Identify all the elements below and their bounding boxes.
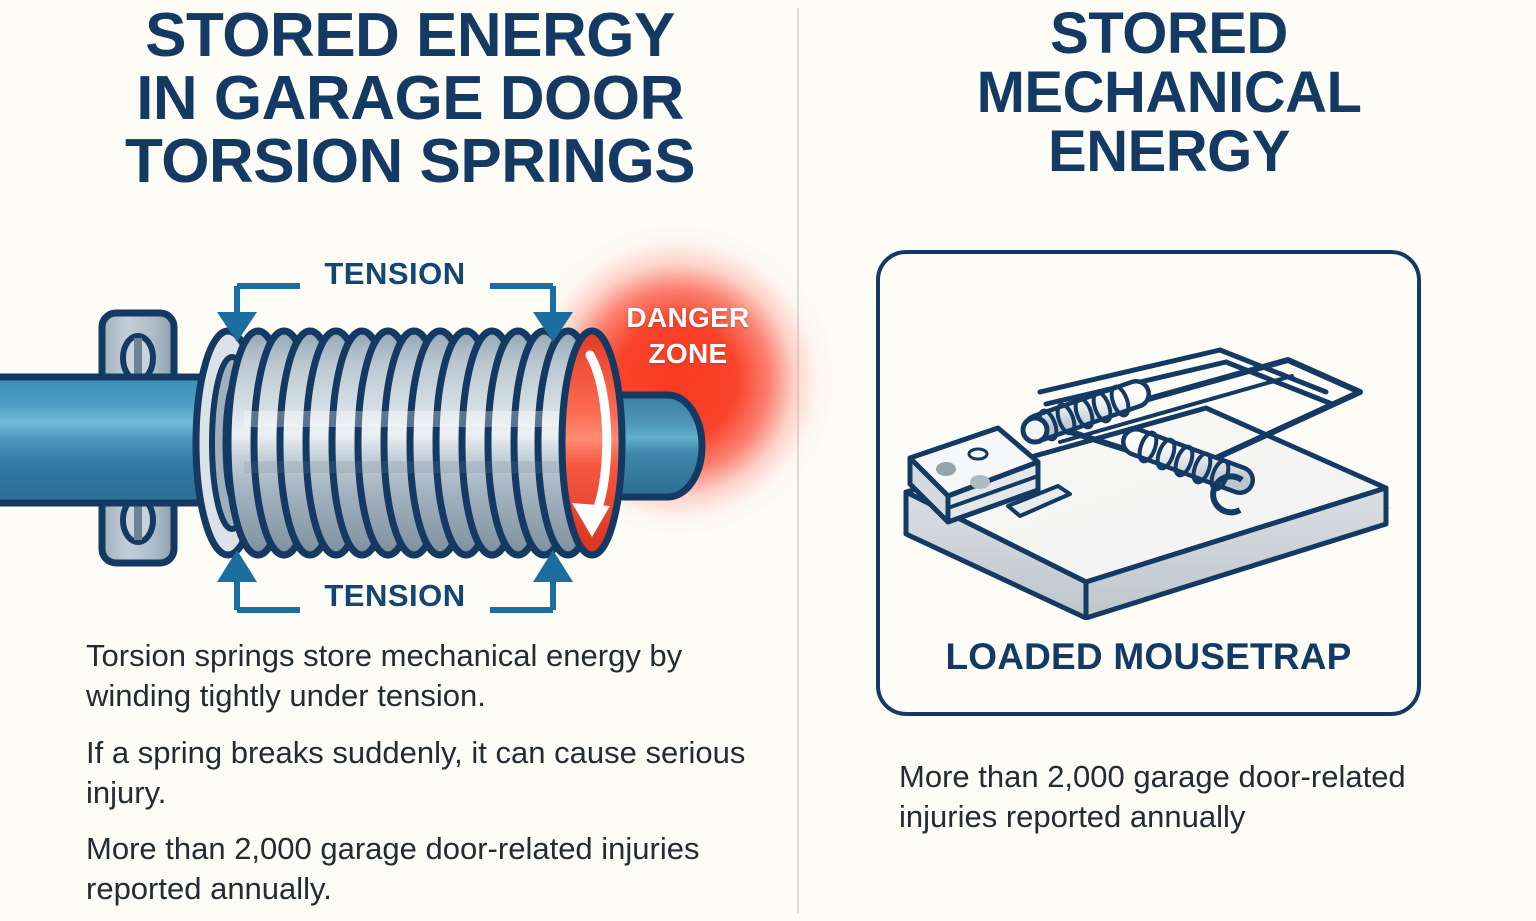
danger-zone-label: DANGER ZONE [613, 300, 763, 372]
tension-indicator-top [217, 283, 573, 342]
left-paragraph-1: Torsion springs store mechanical energy … [86, 638, 683, 714]
mousetrap-base-right [1083, 485, 1389, 620]
left-title-line-2: IN GARAGE DOOR [136, 64, 684, 134]
tension-label-top: TENSION [324, 256, 466, 291]
left-panel-title: STORED ENERGY IN GARAGE DOOR TORSION SPR… [60, 4, 760, 194]
tension-indicator-bottom [217, 550, 573, 613]
right-paragraph-1: More than 2,000 garage door-related inju… [899, 759, 1406, 835]
left-paragraph-2: If a spring breaks suddenly, it can caus… [86, 734, 746, 810]
left-panel: STORED ENERGY IN GARAGE DOOR TORSION SPR… [0, 4, 875, 910]
left-title-line-1: STORED ENERGY [145, 1, 675, 70]
mousetrap-card [876, 250, 1421, 716]
left-body-copy: Torsion springs store mechanical energy … [86, 636, 766, 910]
danger-zone-line-1: DANGER [626, 302, 750, 333]
right-title-line-2: MECHANICAL [976, 60, 1362, 126]
right-title-line-1: STORED [1050, 1, 1288, 66]
mousetrap-trigger-plate [907, 425, 1041, 525]
right-title-line-3: ENERGY [1048, 119, 1290, 185]
tension-label-bottom: TENSION [324, 578, 466, 613]
danger-coil-icon [558, 327, 626, 559]
mousetrap-spring-coil-left [1020, 379, 1151, 445]
mousetrap-retaining-tab [1006, 484, 1072, 518]
loaded-mousetrap-icon [903, 347, 1392, 620]
danger-zone-line-2: ZONE [648, 337, 728, 369]
mousetrap-spring-coil-right [1121, 427, 1255, 516]
left-title-line-3: TORSION SPRINGS [124, 127, 696, 197]
right-panel: STORED MECHANICAL ENERGY [799, 0, 1536, 921]
right-panel-title: STORED MECHANICAL ENERGY [839, 1, 1499, 185]
torsion-spring-diagram [0, 309, 706, 567]
left-paragraph-3: More than 2,000 garage door-related inju… [86, 831, 700, 907]
right-body-copy: More than 2,000 garage door-related inju… [899, 757, 1444, 838]
mousetrap-caption: LOADED MOUSETRAP [945, 636, 1352, 677]
spring-coils-icon [192, 327, 602, 559]
